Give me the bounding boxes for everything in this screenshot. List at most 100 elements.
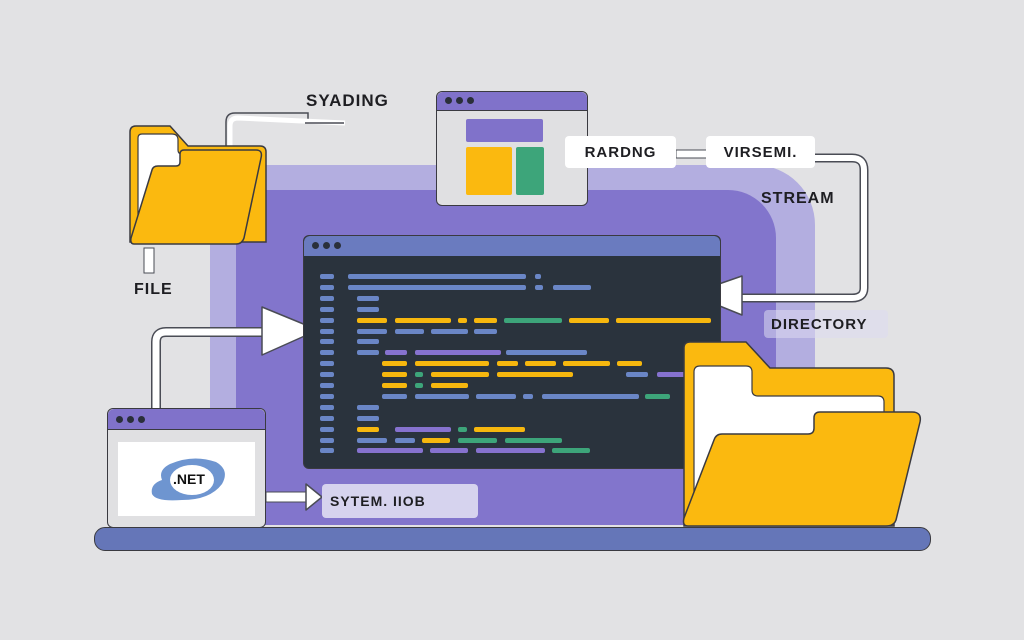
code-token [458, 426, 467, 432]
layout-main-block [466, 147, 512, 195]
base-bar [94, 527, 931, 551]
code-token [395, 426, 451, 432]
code-token [382, 372, 407, 378]
dotnet-logo-text: .NET [173, 471, 205, 487]
line-number-token [320, 317, 334, 323]
code-token [523, 393, 533, 399]
code-token [415, 383, 423, 388]
code-token [357, 306, 379, 312]
line-number-token [320, 306, 334, 312]
window-titlebar [437, 92, 587, 111]
line-number-token [320, 372, 334, 378]
folder-icon [129, 125, 267, 245]
code-token [395, 328, 424, 334]
layout-side-block [516, 147, 544, 195]
code-token [504, 317, 562, 323]
code-token [395, 317, 451, 323]
code-token [474, 328, 497, 334]
code-token [357, 437, 387, 443]
window-dot-icon [138, 416, 145, 423]
dotnet-logo-icon [151, 458, 225, 501]
code-titlebar [304, 236, 720, 256]
code-token [348, 284, 526, 290]
label-system-io: SYTEM. IIOB [322, 484, 478, 518]
code-token [395, 437, 415, 443]
code-token [476, 393, 516, 399]
code-token [357, 426, 379, 432]
window-dot-icon [127, 416, 134, 423]
line-number-token [320, 328, 334, 334]
line-number-token [320, 361, 334, 367]
code-token [431, 328, 468, 334]
dotnet-window: .NET [107, 408, 266, 528]
code-token [552, 448, 590, 454]
code-token [525, 361, 556, 367]
code-token [506, 350, 587, 356]
window-dot-icon [312, 242, 319, 249]
line-number-token [320, 448, 334, 454]
code-token [415, 372, 423, 378]
code-token [357, 350, 379, 356]
code-token [415, 361, 489, 367]
layout-window [436, 91, 588, 206]
code-token [505, 437, 562, 443]
line-number-token [320, 426, 334, 432]
code-token [535, 274, 541, 279]
window-dot-icon [456, 97, 463, 104]
code-token [357, 415, 379, 421]
code-token [476, 448, 545, 454]
code-token [382, 383, 407, 388]
layout-header-block [466, 119, 543, 142]
code-token [535, 284, 543, 290]
code-token [430, 448, 468, 454]
line-number-token [320, 437, 334, 443]
code-token [645, 393, 670, 399]
code-token [431, 372, 489, 378]
window-dot-icon [334, 242, 341, 249]
line-number-token [320, 350, 334, 356]
arrow-right-small-icon [305, 483, 323, 511]
code-token [415, 350, 501, 356]
label-stream: STREAM [761, 190, 835, 207]
code-token [563, 361, 610, 367]
code-token [357, 317, 387, 323]
code-token [422, 437, 450, 443]
code-token [474, 317, 497, 323]
code-editor-window [303, 235, 721, 469]
code-token [357, 295, 379, 301]
line-number-token [320, 284, 334, 290]
arrow-right-icon [261, 306, 319, 356]
line-number-token [320, 295, 334, 301]
code-token [617, 361, 642, 367]
code-token [497, 372, 573, 378]
code-token [616, 317, 711, 323]
code-token [553, 284, 591, 290]
code-token [569, 317, 609, 323]
code-token [497, 361, 518, 367]
code-token [357, 448, 423, 454]
code-token [720, 318, 721, 323]
code-token [357, 328, 387, 334]
label-syading: SYADING [306, 91, 389, 110]
code-token [542, 393, 639, 399]
code-token [431, 383, 468, 388]
code-token [657, 372, 690, 378]
window-dot-icon [116, 416, 123, 423]
code-area [320, 274, 720, 464]
label-reading: RARDNG [565, 136, 676, 168]
line-number-token [320, 339, 334, 345]
window-dot-icon [467, 97, 474, 104]
code-token [474, 426, 525, 432]
code-token [357, 404, 379, 410]
window-dot-icon [323, 242, 330, 249]
label-file: FILE [134, 281, 173, 298]
code-token [382, 361, 407, 367]
code-token [626, 372, 648, 378]
code-token [357, 339, 379, 345]
line-number-token [320, 274, 334, 279]
code-token [458, 437, 497, 443]
folder-icon [682, 341, 922, 527]
code-token [385, 350, 407, 356]
dotnet-logo-panel: .NET [118, 442, 255, 516]
line-number-token [320, 383, 334, 388]
